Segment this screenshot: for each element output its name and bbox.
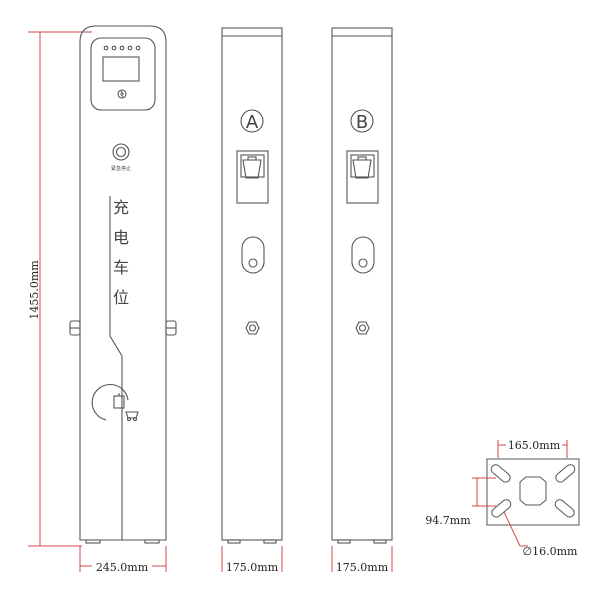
hole-diameter-label: ∅16.0mm xyxy=(523,545,579,558)
height-dimension-label: 1455.0mm xyxy=(28,260,41,320)
vertical-char-1: 充 xyxy=(113,198,129,217)
oval-slot-b xyxy=(351,236,375,274)
side-b-width-label: 175.0mm xyxy=(336,561,389,574)
emergency-stop-label: 紧急停止 xyxy=(111,165,131,172)
display-panel xyxy=(90,37,156,111)
front-body xyxy=(79,25,167,541)
vertical-char-4: 位 xyxy=(113,288,129,307)
indicator-light-4 xyxy=(127,45,133,51)
front-foot-left xyxy=(85,539,101,544)
side-a-body xyxy=(221,27,283,541)
base-plate-view xyxy=(486,458,580,526)
screen xyxy=(102,56,140,82)
side-b-body xyxy=(331,27,393,541)
vertical-char-2: 电 xyxy=(113,228,129,247)
base-slot-top-right xyxy=(555,464,576,483)
indicator-light-2 xyxy=(111,45,117,51)
vertical-text: 充 电 车 位 xyxy=(113,198,129,307)
side-view-b xyxy=(331,27,393,544)
side-a-width-label: 175.0mm xyxy=(226,561,279,574)
indicator-light-5 xyxy=(135,45,141,51)
badge-b-circle xyxy=(350,109,374,133)
ev-logo-icon xyxy=(91,383,129,421)
side-b-width-dimension xyxy=(331,546,393,572)
vertical-char-3: 车 xyxy=(113,258,129,277)
height-dimension xyxy=(28,31,92,547)
side-view-a xyxy=(221,27,283,544)
badge-a-label: A xyxy=(246,112,259,133)
front-width-dimension xyxy=(79,546,167,572)
decorative-line xyxy=(109,196,123,540)
front-width-label: 245.0mm xyxy=(96,561,149,574)
base-plate xyxy=(486,458,580,526)
front-foot-right xyxy=(144,539,160,544)
base-height-label: 94.7mm xyxy=(425,514,471,527)
base-width-label: 165.0mm xyxy=(508,439,561,452)
emergency-stop-button xyxy=(112,143,130,161)
indicator-light-1 xyxy=(103,45,109,51)
front-view xyxy=(69,25,177,544)
badge-b-label: B xyxy=(356,112,368,133)
base-dimensions xyxy=(472,440,568,547)
badge-a-circle xyxy=(240,109,264,133)
base-slot-bottom-right xyxy=(554,499,575,518)
base-slot-bottom-left xyxy=(491,499,512,518)
base-slot-top-left xyxy=(490,464,511,483)
bolt-a xyxy=(245,321,260,335)
oval-slot-a xyxy=(241,236,265,274)
base-center-opening xyxy=(519,476,547,506)
side-a-width-dimension xyxy=(221,546,283,572)
connector-socket-a xyxy=(236,150,269,204)
bolt-b xyxy=(355,321,370,335)
card-reader-icon xyxy=(117,89,127,99)
indicator-light-3 xyxy=(119,45,125,51)
connector-socket-b xyxy=(346,150,379,204)
